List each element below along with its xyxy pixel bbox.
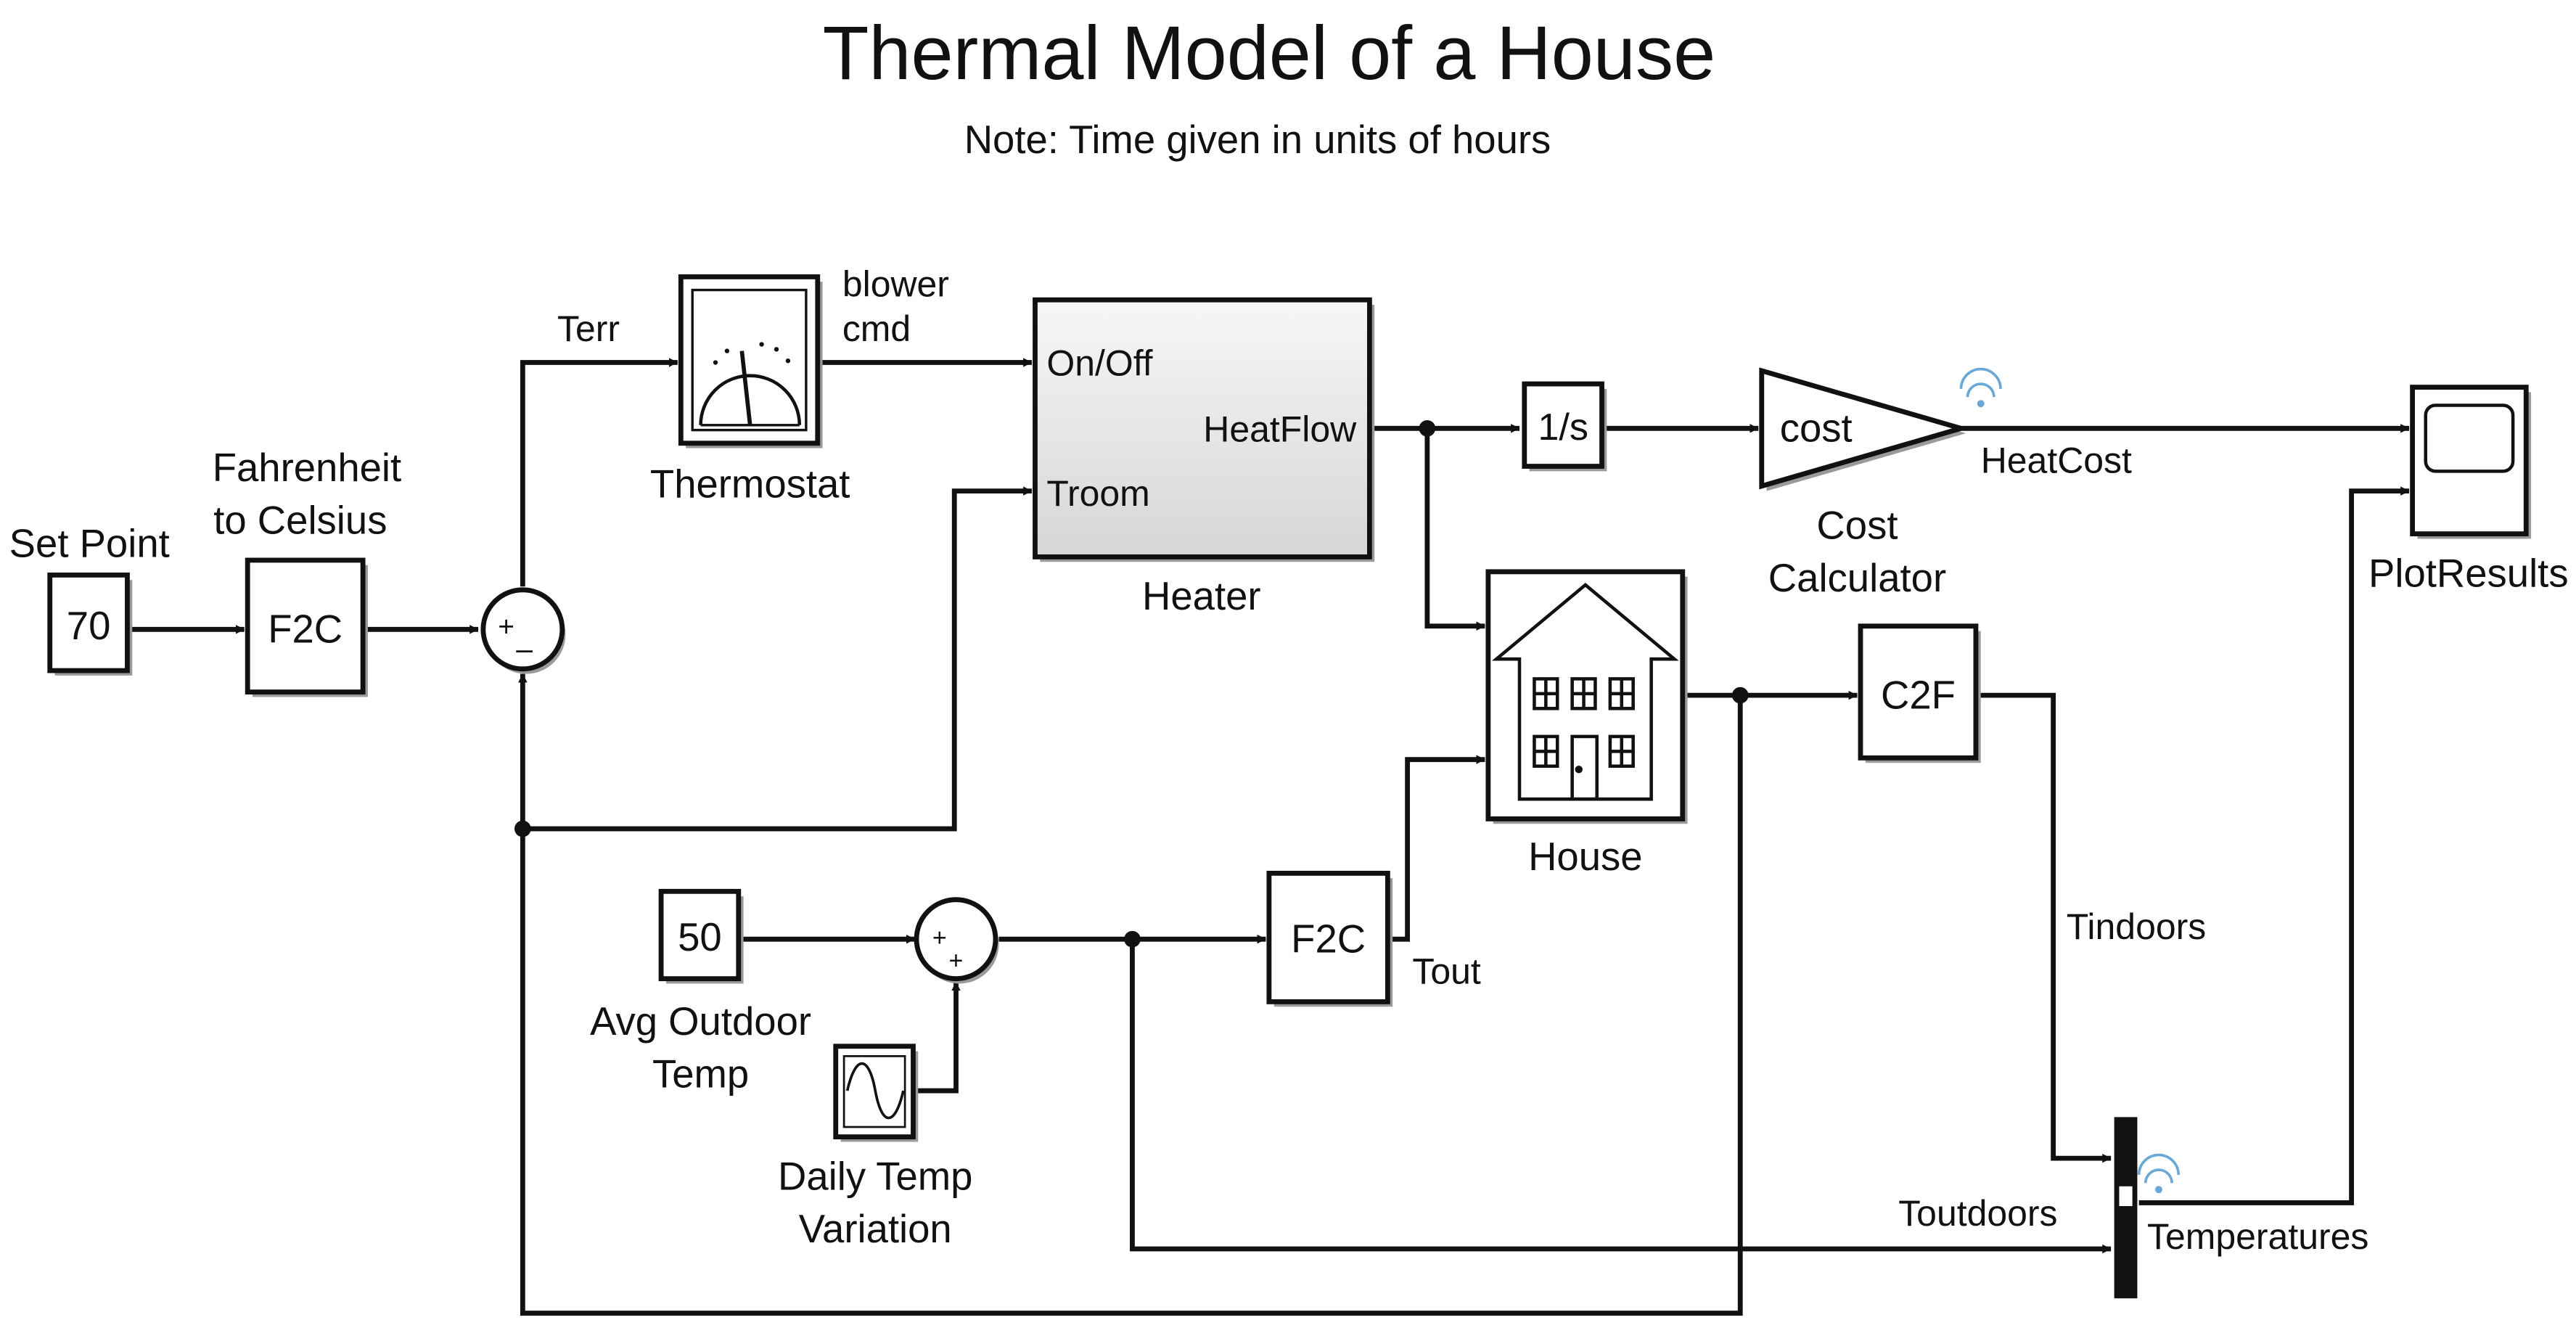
cost-calculator-block[interactable]: cost <box>1759 367 1970 491</box>
f2c-outdoor-text: F2C <box>1291 917 1366 961</box>
f2c-label-line2: to Celsius <box>213 499 387 543</box>
house-icon <box>1491 583 1679 801</box>
heater-subsystem-block[interactable]: On/Off Troom HeatFlow <box>1033 297 1375 562</box>
scope-screen-icon <box>2424 403 2515 473</box>
c2f-block[interactable]: C2F <box>1858 623 1981 763</box>
heater-label: Heater <box>1142 574 1261 618</box>
wire-terr[interactable] <box>520 358 678 587</box>
cost-label-line2: Calculator <box>1768 556 1946 600</box>
sum-plus-sign: + <box>498 611 514 642</box>
integrator-text: 1/s <box>1538 406 1588 448</box>
sum-minus-sign: – <box>516 632 533 665</box>
wire-tout[interactable] <box>1389 755 1485 942</box>
branch-point <box>1419 419 1436 437</box>
cost-gain-text: cost <box>1780 406 1853 450</box>
diagram-title: Thermal Model of a House <box>823 11 1716 96</box>
wire-toutdoors[interactable] <box>1130 939 2112 1254</box>
set-point-label: Set Point <box>9 521 170 565</box>
daily-temp-label-line1: Daily Temp <box>778 1154 972 1198</box>
daily-temp-variation-block[interactable] <box>833 1044 919 1142</box>
heater-port-heatflow: HeatFlow <box>1203 409 1357 449</box>
house-subsystem-block[interactable] <box>1485 569 1688 824</box>
daily-temp-label-line2: Variation <box>799 1207 952 1251</box>
sum-outdoor-plus1: + <box>932 924 947 951</box>
wire-heatflow-house[interactable] <box>1424 428 1485 631</box>
branch-point <box>1124 930 1141 948</box>
plot-results-scope[interactable] <box>2410 385 2532 539</box>
temperatures-mux[interactable] <box>2114 1117 2138 1299</box>
signal-label-heatcost: HeatCost <box>1981 440 2132 481</box>
wire-daily-sum[interactable] <box>916 981 961 1094</box>
signal-label-terr: Terr <box>557 308 620 349</box>
sum-block-main[interactable]: + – <box>480 587 566 674</box>
integrator-block[interactable]: 1/s <box>1522 381 1607 472</box>
thermostat-block[interactable] <box>678 274 823 448</box>
avg-outdoor-temp-block[interactable]: 50 <box>658 888 744 984</box>
f2c-block[interactable]: F2C <box>245 557 368 697</box>
signal-logging-icon[interactable] <box>2137 1153 2181 1194</box>
sum-outdoor-plus2: + <box>949 947 964 975</box>
f2c-outdoor-block[interactable]: F2C <box>1266 870 1393 1007</box>
sine-wave-icon <box>845 1062 905 1120</box>
thermostat-label: Thermostat <box>650 462 850 507</box>
signal-label-cmd: cmd <box>842 308 911 349</box>
wire-tindoors[interactable] <box>1977 692 2112 1163</box>
signal-lines <box>128 358 2410 1316</box>
branch-point <box>1731 686 1749 704</box>
heater-port-onoff: On/Off <box>1046 343 1152 384</box>
set-point-value: 70 <box>67 604 111 648</box>
cost-label-line1: Cost <box>1816 503 1898 547</box>
c2f-block-text: C2F <box>1881 673 1956 717</box>
temperatures-label: Temperatures <box>2147 1216 2368 1257</box>
signal-label-tout: Tout <box>1412 951 1481 991</box>
f2c-block-text: F2C <box>268 607 342 651</box>
wire-indoor-return[interactable] <box>520 695 1743 1316</box>
heater-port-troom: Troom <box>1046 473 1149 514</box>
f2c-label-line1: Fahrenheit <box>213 446 401 490</box>
house-label: House <box>1528 835 1643 879</box>
branch-point <box>514 820 531 837</box>
wire-troom-feedback[interactable] <box>522 486 1033 832</box>
signal-label-tindoors: Tindoors <box>2067 906 2206 947</box>
set-point-block[interactable]: 70 <box>47 572 133 676</box>
signal-label-toutdoors: Toutdoors <box>1898 1193 2057 1234</box>
plot-results-label: PlotResults <box>2368 551 2569 595</box>
gauge-icon <box>699 342 802 427</box>
avg-outdoor-value: 50 <box>678 915 722 959</box>
wire-temps-scope[interactable] <box>2138 486 2410 1205</box>
signal-label-blower: blower <box>842 264 949 305</box>
sum-block-outdoor[interactable]: + + <box>914 897 999 984</box>
signal-logging-icon[interactable] <box>1959 367 2002 408</box>
avg-outdoor-label-line2: Temp <box>652 1052 749 1097</box>
avg-outdoor-label-line1: Avg Outdoor <box>590 999 811 1044</box>
diagram-subtitle: Note: Time given in units of hours <box>964 118 1551 162</box>
